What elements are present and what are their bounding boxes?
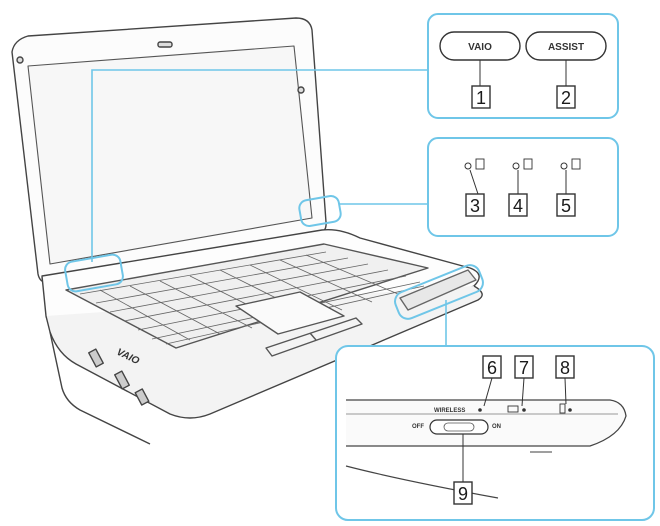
- port-3: [134, 388, 150, 406]
- drive-indicator-icon: [507, 405, 519, 413]
- callout-box-indicators: 3 4 5: [427, 137, 619, 237]
- num-lock-icon: [475, 158, 485, 170]
- front-indicator-strip: [399, 269, 477, 311]
- port-1: [88, 348, 104, 368]
- callout-frame-indicators: [427, 137, 619, 237]
- callout-2-box: [556, 85, 576, 109]
- port-2: [114, 370, 130, 390]
- vaio-button-label: VAIO: [468, 42, 492, 53]
- highlight-front: [394, 264, 484, 320]
- callout-9-box: [453, 481, 473, 505]
- scroll-lock-icon: [571, 158, 581, 170]
- callout-7: 7: [519, 358, 529, 378]
- callout-8: 8: [560, 358, 570, 378]
- callout-2: 2: [561, 88, 571, 108]
- highlights: [64, 194, 484, 320]
- callout-7-box: [514, 355, 534, 379]
- charge-indicator-icon: [559, 403, 566, 414]
- wireless-switch[interactable]: [429, 419, 489, 435]
- camera-dot: [16, 56, 24, 64]
- charge-indicator-light: [568, 408, 572, 412]
- highlight-indicators: [298, 194, 342, 228]
- callout-box-buttons: VAIO ASSIST 1 2: [427, 13, 619, 119]
- callout-9: 9: [458, 484, 468, 504]
- wireless-label: WIRELESS: [434, 408, 465, 414]
- touchpad-button-divider: [309, 332, 317, 341]
- connector-lines: [91, 69, 447, 350]
- switch-off-label: OFF: [412, 424, 424, 430]
- wireless-switch-knob: [443, 422, 475, 432]
- drive-indicator-light: [522, 408, 526, 412]
- laptop-screen: [27, 45, 313, 265]
- callout-5: 5: [561, 196, 571, 216]
- callout-3-box: [465, 193, 485, 217]
- switch-on-label: ON: [492, 424, 501, 430]
- touchpad: [235, 291, 345, 335]
- caps-lock-icon: [523, 158, 533, 170]
- callout-4-box: [508, 193, 528, 217]
- callout-1: 1: [476, 88, 486, 108]
- callout-3: 3: [470, 196, 480, 216]
- assist-button-label: ASSIST: [548, 42, 584, 53]
- callout-1-box: [471, 85, 491, 109]
- camera-dot-right: [297, 86, 305, 94]
- callout-4: 4: [513, 196, 523, 216]
- callout-box-front: WIRELESS OFF ON 6 7 8 9: [335, 345, 655, 521]
- callout-frame-buttons: [427, 13, 619, 119]
- callout-6-box: [482, 355, 502, 379]
- wireless-indicator-light: [478, 408, 482, 412]
- callout-8-box: [555, 355, 575, 379]
- num-lock-indicator: [464, 162, 472, 170]
- caps-lock-indicator: [512, 162, 520, 170]
- callout-5-box: [556, 193, 576, 217]
- laptop: [11, 17, 483, 445]
- left-side: [49, 331, 151, 445]
- scroll-lock-indicator: [560, 162, 568, 170]
- webcam: [157, 41, 173, 48]
- callout-6: 6: [487, 358, 497, 378]
